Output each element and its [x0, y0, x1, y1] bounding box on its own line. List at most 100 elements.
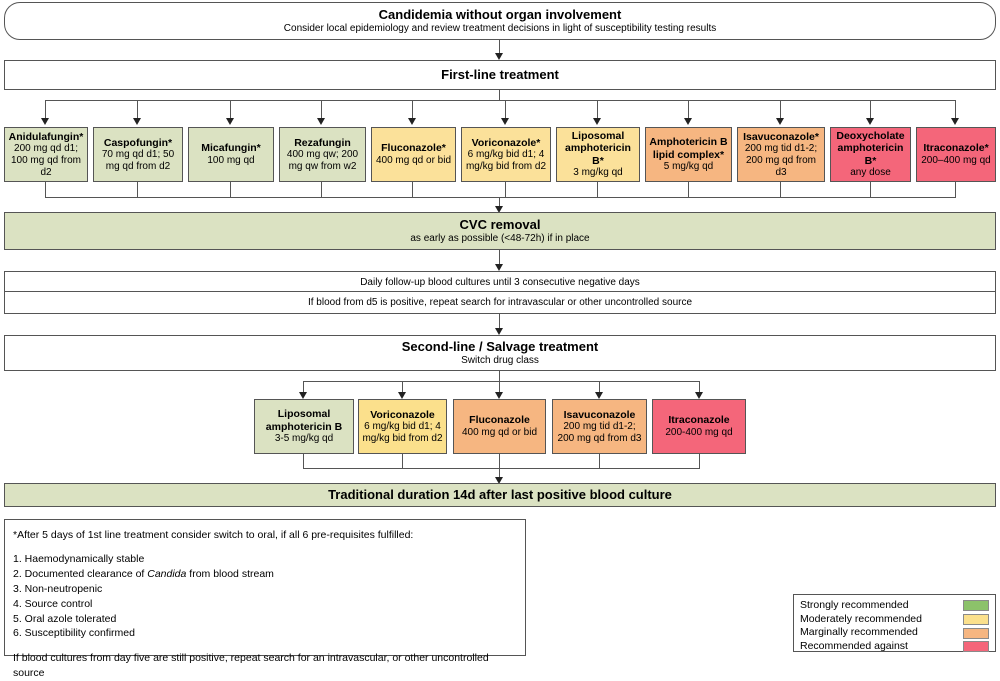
- connector-drop: [955, 100, 957, 119]
- connector-drop: [402, 381, 404, 394]
- drug-box-deoxycholate-amphotericin-b[interactable]: Deoxycholate amphotericin B* any dose: [830, 127, 911, 182]
- drug-dose: 3 mg/kg qd: [573, 167, 623, 179]
- connector-riser: [955, 182, 957, 198]
- arrowhead-drop: [41, 118, 49, 125]
- drug-dose: 400 mg qw; 200 mg qw from w2: [286, 148, 359, 172]
- second-line-title: Second-line / Salvage treatment: [401, 339, 599, 355]
- drug-dose: any dose: [850, 167, 891, 179]
- legend-row-against: Recommended against: [800, 640, 989, 654]
- connector-riser: [699, 454, 701, 469]
- connector-drop: [499, 381, 501, 394]
- arrowhead-drop: [398, 392, 406, 399]
- drug-box-anidulafungin[interactable]: Anidulafungin* 200 mg qd d1; 100 mg qd f…: [4, 127, 88, 182]
- drug-dose: 6 mg/kg bid d1; 4 mg/kg bid from d2: [465, 148, 547, 172]
- salvage-box-itraconazole[interactable]: Itraconazole 200-400 mg qd: [652, 399, 746, 454]
- drug-name: Isavuconazole*: [743, 130, 819, 143]
- drug-name: Caspofungin*: [103, 136, 173, 149]
- followup-line1: Daily follow-up blood cultures until 3 c…: [360, 276, 640, 288]
- footnote-item-1: 1. Haemodynamically stable: [13, 552, 145, 565]
- connector-drop: [780, 100, 782, 119]
- connector-riser: [303, 454, 305, 469]
- drug-name: Itraconazole: [668, 414, 730, 427]
- drug-box-voriconazole[interactable]: Voriconazole* 6 mg/kg bid d1; 4 mg/kg bi…: [461, 127, 551, 182]
- salvage-box-isavuconazole[interactable]: Isavuconazole 200 mg tid d1-2; 200 mg qd…: [552, 399, 647, 454]
- connector-riser: [688, 182, 690, 198]
- legend-swatch-moderately: [963, 613, 989, 625]
- drug-dose: 200 mg qd d1; 100 mg qd from d2: [10, 142, 82, 178]
- legend-label-marginally: Marginally recommended: [800, 626, 918, 639]
- duration-text: Traditional duration 14d after last posi…: [328, 487, 672, 503]
- connector-riser: [505, 182, 507, 198]
- drug-box-rezafungin[interactable]: Rezafungin 400 mg qw; 200 mg qw from w2: [279, 127, 366, 182]
- connector-secondline-trunk: [499, 371, 501, 382]
- drug-name: Micafungin*: [201, 142, 261, 155]
- footnote-item-5: 5. Oral azole tolerated: [13, 612, 117, 625]
- connector-drop: [230, 100, 232, 119]
- drug-dose: 70 mg qd d1; 50 mg qd from d2: [101, 148, 175, 172]
- legend-label-strongly: Strongly recommended: [800, 599, 909, 611]
- arrowhead-drop: [593, 118, 601, 125]
- node-first-line-treatment: First-line treatment: [4, 60, 996, 90]
- candidemia-treatment-flowchart: Candidemia without organ involvement Con…: [4, 2, 996, 679]
- connector-riser: [137, 182, 139, 198]
- legend-swatch-marginally: [963, 627, 989, 639]
- arrowhead-followup: [495, 264, 503, 271]
- header-subtitle: Consider local epidemiology and review t…: [283, 22, 717, 34]
- connector-drop: [870, 100, 872, 119]
- drug-dose: 6 mg/kg bid d1; 4 mg/kg bid from d2: [362, 420, 443, 444]
- footnote-heading: *After 5 days of 1st line treatment cons…: [13, 529, 414, 541]
- drug-name: Rezafungin: [294, 136, 351, 149]
- drug-name: Liposomal amphotericin B: [265, 408, 343, 433]
- arrowhead-drop: [595, 392, 603, 399]
- footnote-tail: If blood cultures from day five are stil…: [13, 652, 489, 680]
- connector-riser: [45, 182, 47, 198]
- arrowhead-firstline: [495, 53, 503, 60]
- drug-name: Liposomal amphotericin B*: [565, 130, 631, 167]
- drug-box-caspofungin[interactable]: Caspofungin* 70 mg qd d1; 50 mg qd from …: [93, 127, 183, 182]
- footnote-item-2-pre: 2. Documented clearance of: [13, 567, 148, 580]
- connector-riser: [870, 182, 872, 198]
- drug-name: Itraconazole*: [923, 142, 989, 155]
- connector-to-cvc: [499, 197, 501, 209]
- legend-label-moderately: Moderately recommended: [800, 612, 922, 625]
- cvc-subtitle: as early as possible (<48-72h) if in pla…: [410, 232, 590, 244]
- first-line-banner-label: First-line treatment: [441, 67, 559, 83]
- arrowhead-drop: [776, 118, 784, 125]
- arrowhead-secondline: [495, 328, 503, 335]
- arrowhead-duration: [495, 477, 503, 484]
- salvage-box-liposomal-amphotericin-b[interactable]: Liposomal amphotericin B 3-5 mg/kg qd: [254, 399, 354, 454]
- drug-dose: 3-5 mg/kg qd: [274, 432, 334, 444]
- salvage-box-voriconazole[interactable]: Voriconazole 6 mg/kg bid d1; 4 mg/kg bid…: [358, 399, 447, 454]
- drug-name: Voriconazole*: [471, 136, 541, 149]
- legend-box: Strongly recommended Moderately recommen…: [793, 594, 996, 654]
- drug-box-amphotericin-b-lipid-complex[interactable]: Amphotericin B lipid complex* 5 mg/kg qd: [645, 127, 732, 182]
- salvage-box-fluconazole[interactable]: Fluconazole 400 mg qd or bid: [453, 399, 546, 454]
- arrowhead-drop: [226, 118, 234, 125]
- arrowhead-drop: [951, 118, 959, 125]
- drug-dose: 400 mg qd or bid: [461, 426, 538, 438]
- drug-name: Deoxycholate amphotericin B*: [836, 130, 905, 167]
- connector-header-firstline: [499, 40, 501, 57]
- drug-name: Fluconazole: [469, 414, 530, 427]
- connector-secondline-bus: [303, 381, 699, 383]
- legend-swatch-against: [963, 641, 989, 653]
- footnote-item-2-post: from blood stream: [186, 567, 274, 580]
- drug-dose: 200 mg tid d1-2; 200 mg qd from d3: [744, 142, 818, 178]
- footnote-box: *After 5 days of 1st line treatment cons…: [4, 519, 526, 679]
- node-traditional-duration: Traditional duration 14d after last posi…: [4, 483, 996, 507]
- drug-name: Amphotericin B lipid complex*: [649, 136, 728, 161]
- drug-dose: 5 mg/kg qd: [663, 160, 714, 172]
- connector-drop: [137, 100, 139, 119]
- arrowhead-drop: [501, 118, 509, 125]
- arrowhead-drop: [299, 392, 307, 399]
- drug-box-itraconazole[interactable]: Itraconazole* 200–400 mg qd: [916, 127, 996, 182]
- drug-box-liposomal-amphotericin-b[interactable]: Liposomal amphotericin B* 3 mg/kg qd: [556, 127, 640, 182]
- connector-drop: [699, 381, 701, 394]
- drug-box-fluconazole[interactable]: Fluconazole* 400 mg qd or bid: [371, 127, 456, 182]
- drug-box-isavuconazole[interactable]: Isavuconazole* 200 mg tid d1-2; 200 mg q…: [737, 127, 825, 182]
- drug-box-micafungin[interactable]: Micafungin* 100 mg qd: [188, 127, 274, 182]
- arrowhead-drop: [866, 118, 874, 125]
- footnote-item-3: 3. Non-neutropenic: [13, 582, 103, 595]
- footnote-item-2-emphasis: Candida: [147, 567, 187, 580]
- connector-drop: [412, 100, 414, 119]
